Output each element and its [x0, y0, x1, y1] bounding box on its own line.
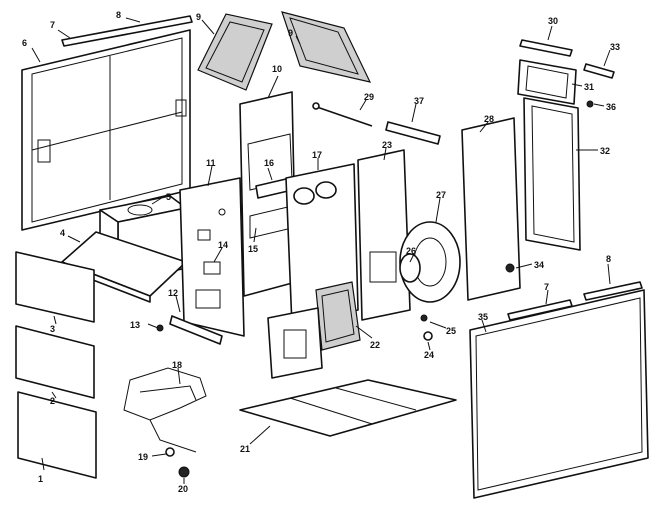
callout-12: 12 — [168, 288, 178, 298]
part-33-clip — [583, 63, 615, 79]
callout-4: 4 — [60, 228, 65, 238]
part-3-door-panel — [15, 251, 95, 323]
part-12-bracket — [169, 315, 223, 345]
callout-14: 14 — [218, 240, 228, 250]
callout-24: 24 — [424, 350, 434, 360]
part-2-door-panel — [15, 325, 95, 399]
part-8-right-strip — [583, 281, 643, 301]
part-9-filter-grid-right — [281, 11, 372, 83]
part-19-fitting — [165, 447, 175, 457]
callout-37: 37 — [414, 96, 424, 106]
callout-31: 31 — [584, 82, 594, 92]
part-28-side-baffle — [461, 117, 521, 301]
callout-8: 8 — [116, 10, 121, 20]
part-34-knob — [505, 263, 515, 273]
part-31-filter-frame — [517, 59, 577, 105]
callout-17: 17 — [312, 150, 322, 160]
callout-19: 19 — [138, 452, 148, 462]
callout-35: 35 — [478, 312, 488, 322]
callout-20: 20 — [178, 484, 188, 494]
part-29-rod — [312, 102, 373, 127]
callout-1: 1 — [38, 474, 43, 484]
part-32-side-panel — [523, 97, 581, 251]
part-1-door-panel — [17, 391, 97, 479]
part-9-filter-grid-left — [197, 13, 273, 91]
part-22-blower-housing — [315, 281, 361, 351]
callout-36: 36 — [606, 102, 616, 112]
callout-labels: 1 2 3 4 5 6 7 8 9 9 10 11 12 13 14 15 16… — [22, 10, 620, 494]
callout-27: 27 — [436, 190, 446, 200]
callout-16: 16 — [264, 158, 274, 168]
part-27-blower-wheel — [399, 221, 461, 303]
callout-26: 26 — [406, 246, 416, 256]
part-25-nut — [420, 314, 428, 322]
part-26-motor — [399, 253, 421, 283]
callout-15: 15 — [248, 244, 258, 254]
part-23-side-panel — [357, 149, 411, 321]
callout-18: 18 — [172, 360, 182, 370]
callout-34: 34 — [534, 260, 544, 270]
callout-13: 13 — [130, 320, 140, 330]
part-36-screw — [586, 100, 594, 108]
callout-23: 23 — [382, 140, 392, 150]
callout-30: 30 — [548, 16, 558, 26]
callout-32: 32 — [600, 146, 610, 156]
part-18-gas-piping — [123, 367, 207, 453]
part-24-washer — [423, 331, 433, 341]
callout-21: 21 — [240, 444, 250, 454]
callout-28: 28 — [484, 114, 494, 124]
callout-25: 25 — [446, 326, 456, 336]
callout-9b: 9 — [288, 28, 293, 38]
part-plenum-box — [267, 307, 323, 379]
part-7-top-strip — [61, 15, 193, 47]
callout-8-right: 8 — [606, 254, 611, 264]
callout-9a: 9 — [196, 12, 201, 22]
callout-29: 29 — [364, 92, 374, 102]
part-13-screw — [147, 323, 164, 332]
callout-11: 11 — [206, 158, 216, 168]
callout-7-right: 7 — [544, 282, 549, 292]
part-20-orifice — [178, 466, 190, 478]
callout-7: 7 — [50, 20, 55, 30]
part-30-strip — [519, 39, 573, 57]
callout-3: 3 — [50, 324, 55, 334]
part-21-base-pan — [239, 379, 457, 437]
leader-lines — [31, 17, 611, 484]
part-37-channel — [385, 121, 441, 145]
callout-2: 2 — [50, 396, 55, 406]
callout-5: 5 — [166, 192, 171, 202]
part-35-front-panel — [469, 289, 649, 499]
part-11-control-panel — [179, 177, 245, 337]
callout-10: 10 — [272, 64, 282, 74]
callout-33: 33 — [610, 42, 620, 52]
callout-6: 6 — [22, 38, 27, 48]
callout-22: 22 — [370, 340, 380, 350]
